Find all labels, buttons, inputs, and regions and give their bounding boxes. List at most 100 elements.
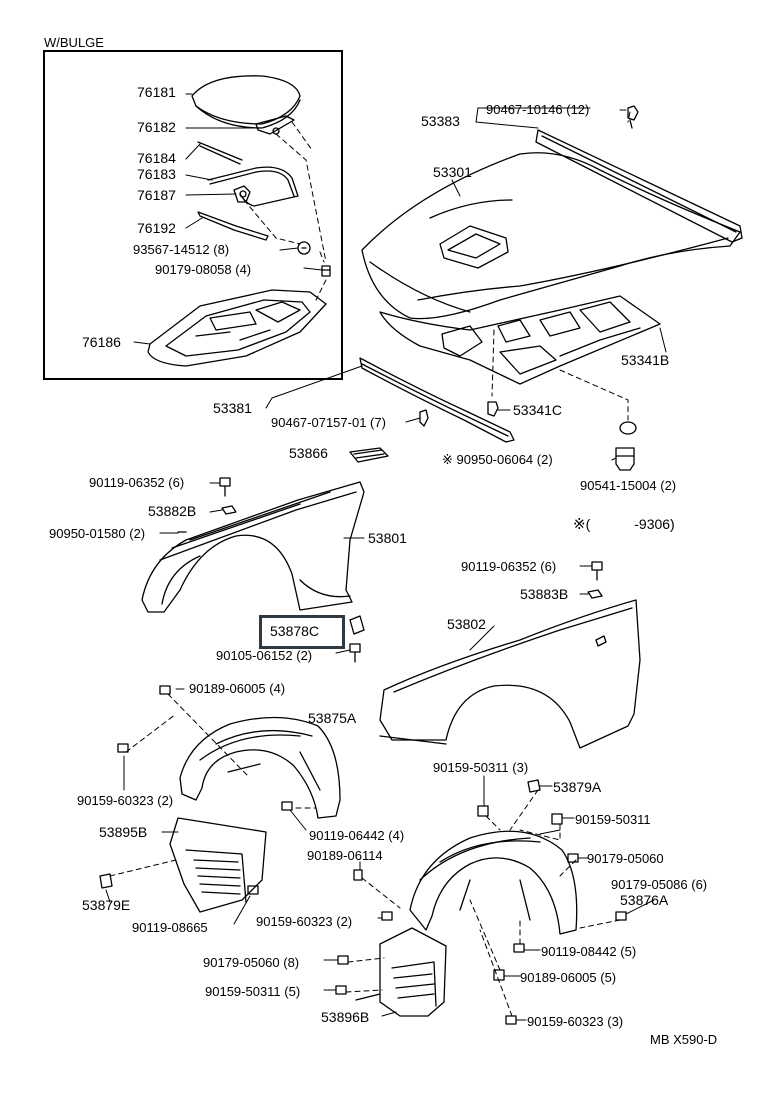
label-90467-10146: 90467-10146 (12) bbox=[486, 102, 590, 117]
label-53341C: 53341C bbox=[513, 402, 563, 418]
label-76183: 76183 bbox=[137, 166, 176, 182]
label-90159-50311-3: 90159-50311 (3) bbox=[433, 760, 529, 775]
clip-90159c bbox=[335, 985, 347, 995]
label-76187: 76187 bbox=[137, 187, 176, 203]
liner-53876A bbox=[409, 830, 578, 935]
fender-right-53802 bbox=[379, 599, 641, 749]
label-90119-06352-left: 90119-06352 (6) bbox=[89, 475, 185, 490]
nut-53883B bbox=[587, 589, 603, 599]
label-90119-06442: 90119-06442 (4) bbox=[309, 828, 405, 843]
hood-inner-panel-53341B bbox=[379, 295, 661, 385]
label-53801: 53801 bbox=[368, 530, 407, 546]
label-53879A: 53879A bbox=[553, 779, 602, 795]
label-53876A: 53876A bbox=[620, 892, 669, 908]
bolt-90119a bbox=[219, 477, 231, 497]
nut-90179b bbox=[337, 955, 349, 965]
bracket-53878C bbox=[349, 615, 365, 635]
legend-value: -9306) bbox=[634, 516, 675, 532]
label-90189-06005-4: 90189-06005 (4) bbox=[189, 681, 286, 696]
clip-90159b bbox=[381, 911, 393, 921]
label-76182: 76182 bbox=[137, 119, 176, 135]
label-76186: 76186 bbox=[82, 334, 121, 350]
strip-76192 bbox=[197, 211, 269, 241]
bumper-90541 bbox=[615, 447, 635, 471]
nut-53879E bbox=[99, 873, 113, 889]
clip-90189b bbox=[353, 869, 363, 881]
nut-90179c bbox=[567, 853, 579, 863]
label-90179-05086: 90179-05086 (6) bbox=[611, 877, 708, 892]
label-53896B: 53896B bbox=[321, 1009, 370, 1025]
clip-90159f bbox=[505, 1015, 517, 1025]
label-90159-50311-5: 90159-50311 (5) bbox=[205, 984, 301, 999]
clip-90159a bbox=[117, 743, 129, 753]
label-90159-60323-3: 90159-60323 (3) bbox=[527, 1014, 624, 1029]
label-53381: 53381 bbox=[213, 400, 252, 416]
label-76192: 76192 bbox=[137, 220, 176, 236]
label-53878C: 53878C bbox=[270, 623, 320, 639]
splash-shield-53896B bbox=[355, 927, 447, 1017]
clip-90467b bbox=[419, 409, 429, 427]
cushion-90950a bbox=[619, 421, 637, 435]
label-90159-50311: 90159-50311 bbox=[575, 812, 651, 827]
label-90119-08442: 90119-08442 (5) bbox=[541, 944, 637, 959]
label-90119-06352-right: 90119-06352 (6) bbox=[461, 559, 557, 574]
hood-weatherstrip-53383 bbox=[535, 129, 743, 243]
label-53895B: 53895B bbox=[99, 824, 148, 840]
label-76181: 76181 bbox=[137, 84, 176, 100]
liner-53875A bbox=[179, 716, 341, 819]
insulator-76186 bbox=[147, 289, 327, 367]
label-53882B: 53882B bbox=[148, 503, 197, 519]
clip-90159e bbox=[551, 813, 563, 825]
legend: ※( -9306) bbox=[573, 515, 675, 533]
label-90467-07157-01: 90467-07157-01 (7) bbox=[271, 415, 386, 430]
seal-53381 bbox=[359, 357, 515, 443]
clip-53866 bbox=[349, 447, 389, 463]
label-90950-01580: 90950-01580 (2) bbox=[49, 526, 146, 541]
label-90950-06064-text: 90950-06064 (2) bbox=[456, 452, 553, 467]
label-53341B: 53341B bbox=[621, 352, 670, 368]
diagram-code: MB X590-D bbox=[650, 1032, 718, 1047]
w-bulge-inset-box bbox=[43, 50, 343, 380]
nut-53879A bbox=[527, 779, 541, 793]
label-90119-08665: 90119-08665 bbox=[132, 920, 208, 935]
highlighted-part-box bbox=[259, 615, 345, 649]
screw-90119d bbox=[247, 885, 259, 895]
label-53879E: 53879E bbox=[82, 897, 131, 913]
legend-mark-symbol: ※ bbox=[442, 452, 453, 467]
legend-open: ( bbox=[585, 516, 591, 532]
label-53866: 53866 bbox=[289, 445, 328, 461]
label-90159-60323-2a: 90159-60323 (2) bbox=[77, 793, 174, 808]
legend-symbol: ※ bbox=[573, 516, 586, 533]
label-90189-06005-5: 90189-06005 (5) bbox=[520, 970, 617, 985]
label-53301: 53301 bbox=[433, 164, 472, 180]
label-90179-08058: 90179-08058 (4) bbox=[155, 262, 252, 277]
fender-left-53801 bbox=[141, 481, 365, 613]
clip-90467a bbox=[627, 105, 639, 129]
label-90541-15004: 90541-15004 (2) bbox=[580, 478, 677, 493]
inset-title: W/BULGE bbox=[44, 35, 104, 50]
label-93567-14512: 93567-14512 (8) bbox=[133, 242, 230, 257]
nut-90179a bbox=[321, 265, 331, 277]
clip-90189c bbox=[493, 969, 505, 981]
label-90950-06064: ※ 90950-06064 (2) bbox=[442, 452, 553, 467]
label-90179-05060: 90179-05060 bbox=[587, 851, 664, 866]
label-76184: 76184 bbox=[137, 150, 176, 166]
label-90179-05060-8: 90179-05060 (8) bbox=[203, 955, 300, 970]
label-90105-06152: 90105-06152 (2) bbox=[216, 648, 313, 663]
strip-76184 bbox=[197, 141, 243, 165]
hood-53301 bbox=[361, 152, 741, 320]
bolt-90119b bbox=[591, 561, 603, 581]
label-53383: 53383 bbox=[421, 113, 460, 129]
label-53883B: 53883B bbox=[520, 586, 569, 602]
splash-shield-53895B bbox=[169, 817, 267, 913]
clip-90189a bbox=[159, 685, 171, 695]
clip-90159d bbox=[477, 805, 489, 817]
clip-53341C bbox=[487, 401, 499, 417]
screw-90119e bbox=[513, 943, 525, 953]
label-90159-60323-2b: 90159-60323 (2) bbox=[256, 914, 353, 929]
clip-90119c bbox=[281, 801, 293, 811]
clip-76187 bbox=[233, 185, 251, 203]
label-53875A: 53875A bbox=[308, 710, 357, 726]
nut-90179d bbox=[615, 911, 627, 921]
